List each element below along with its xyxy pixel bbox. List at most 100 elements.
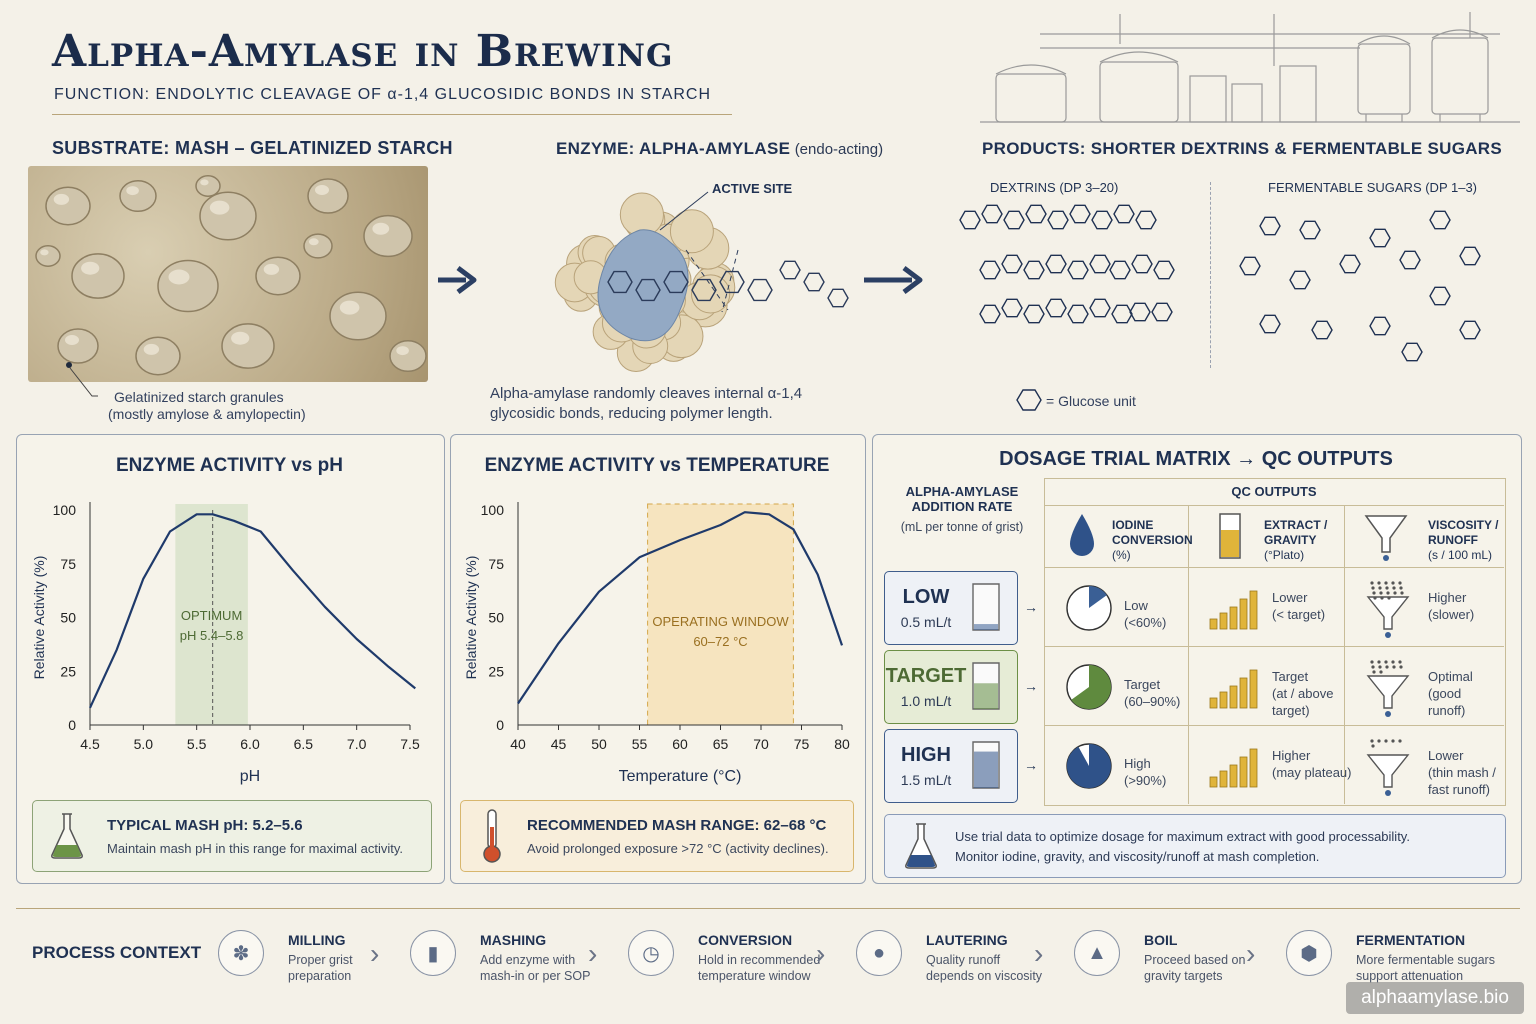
y-axis-label: Relative Activity (%) bbox=[463, 556, 479, 680]
starch-granule bbox=[120, 181, 156, 212]
iodine-drop-icon bbox=[1064, 512, 1100, 560]
y-tick-label: 100 bbox=[53, 502, 77, 518]
x-tick-label: 50 bbox=[591, 736, 607, 752]
glucose-unit bbox=[1300, 221, 1320, 238]
chevron-right-icon: › bbox=[588, 938, 597, 970]
glucose-unit bbox=[980, 261, 1000, 278]
x-axis-label: pH bbox=[240, 768, 260, 785]
x-tick-label: 4.5 bbox=[80, 736, 100, 752]
process-step-title: LAUTERING bbox=[926, 932, 1008, 948]
glucose-unit bbox=[1114, 205, 1134, 222]
glucose-unit bbox=[1260, 315, 1280, 332]
extract-result: Higher(may plateau) bbox=[1272, 747, 1351, 781]
dose-level: HIGH bbox=[885, 744, 967, 767]
glucose-unit bbox=[1004, 211, 1024, 228]
dose-level: TARGET bbox=[885, 665, 967, 688]
x-tick-label: 5.5 bbox=[187, 736, 207, 752]
rate-label: ALPHA-AMYLASEADDITION RATE (mL per tonne… bbox=[884, 484, 1040, 534]
substrate-heading: SUBSTRATE: MASH – GELATINIZED STARCH bbox=[52, 138, 453, 159]
band-label: 60–72 °C bbox=[693, 634, 747, 649]
runoff-funnel-icon bbox=[1364, 579, 1412, 639]
chevron-right-icon: › bbox=[816, 938, 825, 970]
chevron-right-icon: › bbox=[370, 938, 379, 970]
chevron-right-icon: › bbox=[1246, 938, 1255, 970]
granule-highlight bbox=[126, 186, 139, 195]
band-label: OPTIMUM bbox=[181, 608, 242, 623]
starch-granule bbox=[158, 261, 218, 312]
page-title: Alpha-Amylase in Brewing bbox=[52, 26, 673, 77]
products-heading: PRODUCTS: SHORTER DEXTRINS & FERMENTABLE… bbox=[982, 139, 1502, 159]
process-step-title: MASHING bbox=[480, 932, 546, 948]
x-tick-label: 5.0 bbox=[134, 736, 154, 752]
glucose-unit bbox=[748, 280, 772, 301]
temp-note-heading: RECOMMENDED MASH RANGE: 62–68 °C bbox=[527, 817, 826, 834]
ph-chart-title: ENZYME ACTIVITY vs pH bbox=[16, 455, 443, 477]
graduated-cylinder-icon bbox=[1216, 510, 1244, 562]
glucose-unit bbox=[1112, 305, 1132, 322]
glucose-unit bbox=[1154, 261, 1174, 278]
matrix-note: Use trial data to optimize dosage for ma… bbox=[884, 814, 1506, 878]
process-step-title: FERMENTATION bbox=[1356, 932, 1465, 948]
iodine-result: High(>90%) bbox=[1124, 755, 1166, 789]
glucose-unit bbox=[780, 261, 800, 278]
granule-highlight bbox=[169, 270, 190, 285]
x-axis-label: Temperature (°C) bbox=[619, 768, 742, 785]
row-arrow: → bbox=[1024, 599, 1038, 615]
iodine-pie bbox=[1064, 741, 1114, 791]
starch-granules-image bbox=[28, 166, 428, 382]
starch-granule bbox=[256, 257, 300, 294]
process-label: PROCESS CONTEXT bbox=[32, 943, 201, 963]
process-step-desc: Proper gristpreparation bbox=[288, 952, 353, 984]
band-label: OPERATING WINDOW bbox=[652, 614, 789, 629]
glucose-unit bbox=[1092, 211, 1112, 228]
granule-highlight bbox=[200, 179, 208, 185]
glucose-unit bbox=[1026, 205, 1046, 222]
glucose-unit bbox=[1024, 305, 1044, 322]
starch-granule bbox=[304, 234, 332, 258]
glucose-unit bbox=[1430, 287, 1450, 304]
glucose-legend: = Glucose unit bbox=[1046, 393, 1136, 409]
y-tick-label: 0 bbox=[496, 717, 504, 733]
dose-row-target: TARGET 1.0 mL/t bbox=[884, 650, 1018, 724]
starch-granule bbox=[200, 192, 256, 240]
glucose-unit bbox=[1290, 271, 1310, 288]
glucose-unit bbox=[1070, 205, 1090, 222]
viscosity-result: Lower(thin mash /fast runoff) bbox=[1428, 747, 1496, 798]
x-tick-label: 40 bbox=[510, 736, 526, 752]
beaker-icon bbox=[969, 738, 1005, 794]
x-tick-label: 6.0 bbox=[240, 736, 260, 752]
granule-highlight bbox=[81, 262, 99, 275]
starch-granule bbox=[36, 246, 60, 266]
process-step-title: BOIL bbox=[1144, 932, 1177, 948]
glucose-unit-icon bbox=[1016, 388, 1042, 412]
enzyme-structure-image bbox=[490, 170, 870, 380]
substrate-caption-2: (mostly amylose & amylopectin) bbox=[108, 406, 306, 422]
activity-curve bbox=[90, 514, 415, 708]
x-tick-label: 7.0 bbox=[347, 736, 367, 752]
viscosity-result: Higher(slower) bbox=[1428, 589, 1474, 623]
enzyme-heading: ENZYME: ALPHA-AMYLASE (endo-acting) bbox=[556, 139, 883, 159]
temp-chart-title: ENZYME ACTIVITY vs TEMPERATURE bbox=[450, 455, 864, 477]
temp-chart: 0255075100404550556065707580Temperature … bbox=[456, 490, 860, 790]
glucose-unit bbox=[1068, 261, 1088, 278]
process-step-desc: More fermentable sugarssupport attenuati… bbox=[1356, 952, 1495, 984]
qc-heading: QC OUTPUTS bbox=[1044, 478, 1504, 506]
thermometer-icon: ▮ bbox=[410, 930, 456, 976]
page-subtitle: FUNCTION: ENDOLYTIC CLEAVAGE OF α-1,4 GL… bbox=[54, 86, 711, 104]
enzyme-caption-2: glycosidic bonds, reducing polymer lengt… bbox=[490, 405, 773, 422]
glucose-unit bbox=[960, 211, 980, 228]
watermark: alphaamylase.bio bbox=[1346, 982, 1524, 1014]
glucose-unit bbox=[1046, 255, 1066, 272]
glucose-unit bbox=[1402, 343, 1422, 360]
y-tick-label: 25 bbox=[488, 663, 504, 679]
glucose-unit bbox=[1370, 317, 1390, 334]
glucose-unit bbox=[804, 273, 824, 290]
glucose-unit bbox=[1152, 303, 1172, 320]
starch-granule bbox=[136, 337, 180, 374]
glucose-unit bbox=[1068, 305, 1088, 322]
thermometer-icon bbox=[477, 807, 507, 865]
x-tick-label: 60 bbox=[672, 736, 688, 752]
temp-note: RECOMMENDED MASH RANGE: 62–68 °C Avoid p… bbox=[460, 800, 854, 872]
process-step-desc: Hold in recommendedtemperature window bbox=[698, 952, 820, 984]
glucose-unit bbox=[1132, 255, 1152, 272]
